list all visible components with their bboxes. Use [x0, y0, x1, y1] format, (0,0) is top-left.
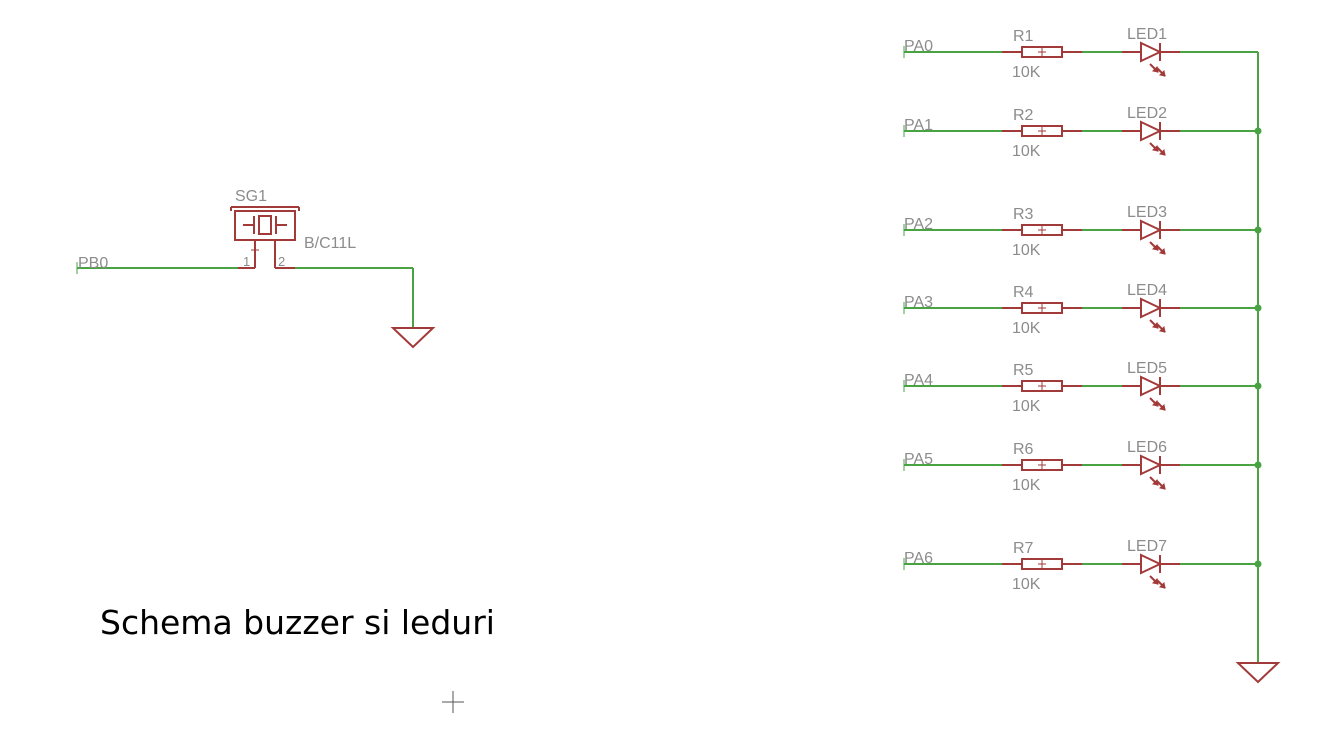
led-arrowhead-2 [1158, 148, 1166, 156]
resistor-value: 10K [1012, 320, 1041, 337]
cursor-crosshair-icon [442, 691, 464, 713]
schematic-title: Schema buzzer si leduri [100, 603, 495, 642]
led-triangle [1140, 120, 1163, 142]
led-arrowhead-2 [1158, 581, 1166, 589]
buzzer-pin1-number: 1 [243, 254, 250, 269]
led-reference: LED2 [1127, 105, 1167, 122]
led-rows: PA0R110KLED1PA1R210KLED2PA2R310KLED3PA3R… [903, 26, 1262, 593]
led-reference: LED1 [1127, 26, 1167, 43]
led-row[interactable]: PA2 R3 10K LED3 [903, 204, 1262, 259]
resistor-reference: R6 [1013, 441, 1034, 458]
resistor-reference: R5 [1013, 362, 1034, 379]
led-triangle [1140, 297, 1163, 319]
net-label: PA5 [904, 451, 933, 468]
resistor-reference: R1 [1013, 28, 1034, 45]
led-row[interactable]: PA4 R5 10K LED5 [903, 360, 1262, 415]
led-row[interactable]: PA6 R7 10K LED7 [903, 538, 1262, 593]
led-arrowhead-2 [1158, 69, 1166, 77]
resistor-value: 10K [1012, 576, 1041, 593]
ground-symbol-buzzer [390, 327, 436, 349]
led-reference: LED4 [1127, 282, 1167, 299]
led-row[interactable]: PA5 R6 10K LED6 [903, 439, 1262, 494]
net-label-pb0: PB0 [78, 255, 108, 272]
led-ground-bus [1235, 52, 1281, 684]
net-label: PA0 [904, 38, 933, 55]
buzzer-section: PB0 SG1 B/C11L 1 2 [76, 188, 436, 349]
net-label: PA6 [904, 550, 933, 567]
led-arrowhead-2 [1158, 482, 1166, 490]
net-label: PA4 [904, 372, 933, 389]
resistor-value: 10K [1012, 477, 1041, 494]
led-reference: LED3 [1127, 204, 1167, 221]
led-triangle [1140, 219, 1163, 241]
resistor-value: 10K [1012, 398, 1041, 415]
buzzer-value: B/C11L [304, 235, 356, 252]
buzzer-reference: SG1 [235, 188, 267, 205]
led-arrowhead-2 [1158, 325, 1166, 333]
net-label: PA1 [904, 117, 933, 134]
led-reference: LED7 [1127, 538, 1167, 555]
buzzer-body [234, 210, 296, 241]
led-reference: LED6 [1127, 439, 1167, 456]
led-arrowhead-2 [1158, 247, 1166, 255]
led-triangle [1140, 553, 1163, 575]
led-row[interactable]: PA0 R1 10K LED1 [903, 26, 1258, 81]
led-row[interactable]: PA3 R4 10K LED4 [903, 282, 1262, 337]
resistor-value: 10K [1012, 143, 1041, 160]
buzzer-crystal-element [258, 215, 272, 235]
resistor-reference: R7 [1013, 540, 1034, 557]
led-reference: LED5 [1127, 360, 1167, 377]
led-triangle [1140, 454, 1163, 476]
led-arrowhead-2 [1158, 403, 1166, 411]
led-row[interactable]: PA1 R2 10K LED2 [903, 105, 1262, 160]
led-triangle [1140, 41, 1163, 63]
buzzer-pin2-number: 2 [278, 254, 285, 269]
resistor-reference: R2 [1013, 107, 1034, 124]
led-triangle [1140, 375, 1163, 397]
resistor-reference: R3 [1013, 206, 1034, 223]
resistor-value: 10K [1012, 242, 1041, 259]
net-label: PA2 [904, 216, 933, 233]
resistor-value: 10K [1012, 64, 1041, 81]
ground-symbol-leds [1235, 662, 1281, 684]
net-label: PA3 [904, 294, 933, 311]
resistor-reference: R4 [1013, 284, 1034, 301]
